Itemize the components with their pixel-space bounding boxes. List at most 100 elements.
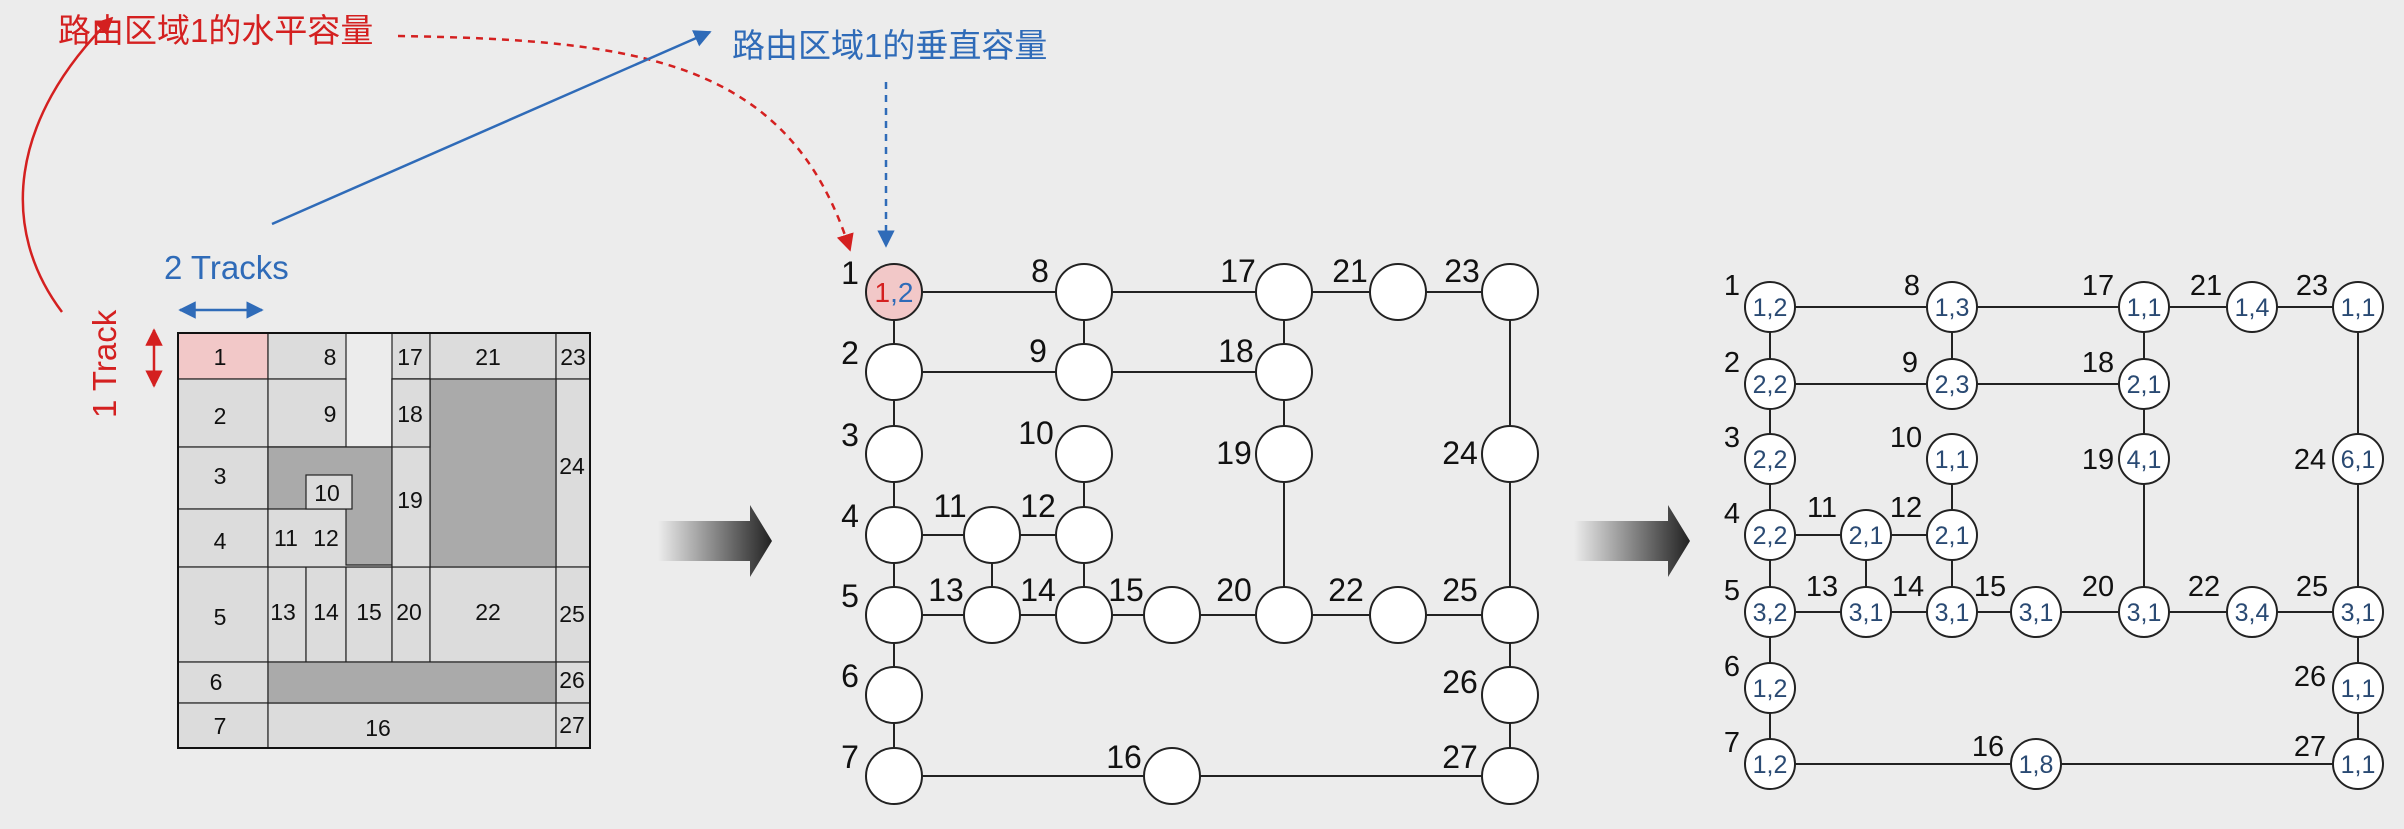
graph-node: [2332, 738, 2384, 790]
grid-region-label: 15: [356, 599, 382, 625]
node-id-label: 18: [1218, 333, 1254, 369]
node-capacity-value: 1,1: [2341, 751, 2376, 779]
grid-region-label: 16: [365, 715, 391, 741]
node-id-label: 24: [2294, 444, 2326, 476]
node-capacity-value: 2,2: [1753, 522, 1788, 550]
graph-node: [1369, 263, 1427, 321]
node-id-label: 23: [1444, 253, 1480, 289]
node-id-label: 15: [1108, 572, 1144, 608]
node-id-label: 22: [2188, 571, 2220, 603]
graph-node: [1481, 586, 1539, 644]
node-id-label: 7: [1724, 727, 1740, 759]
grid-cell-18: [391, 378, 431, 448]
node-id-label: 14: [1892, 571, 1924, 603]
grid-region-label: 12: [313, 525, 339, 551]
node-id-label: 19: [2082, 444, 2114, 476]
node-capacity-value: 2,3: [1935, 371, 1970, 399]
graph-node: [865, 747, 923, 805]
node-id-label: 3: [841, 417, 859, 453]
node-id-label: 18: [2082, 347, 2114, 379]
node-capacity-value: 1,1: [2127, 294, 2162, 322]
node-id-label: 14: [1020, 572, 1056, 608]
graph-node: [1744, 586, 1796, 638]
blocked-area: [267, 661, 557, 704]
grid-cell: [555, 661, 591, 704]
horizontal-capacity-label: 路由区域1的水平容量: [58, 12, 373, 49]
grid-region-label: 21: [475, 344, 501, 370]
node-capacity-value: 2,1: [1849, 522, 1884, 550]
node-capacity-value: 3,1: [1935, 599, 1970, 627]
grid-region-label: 26: [559, 667, 585, 693]
grid-region-label: 7: [214, 713, 227, 739]
grid-region-label: 4: [214, 528, 227, 554]
graph-node: [1143, 586, 1201, 644]
graph-node: [1055, 343, 1113, 401]
graph-node: [2118, 586, 2170, 638]
node-capacity-value: 2,1: [1935, 522, 1970, 550]
node-id-label: 25: [2296, 571, 2328, 603]
graph-node: [2010, 738, 2062, 790]
node-capacity-value: 1,2: [1753, 675, 1788, 703]
graph-node: [1926, 509, 1978, 561]
graph-node: [1744, 509, 1796, 561]
grid-region-label: 20: [396, 599, 422, 625]
graph-node: [1481, 263, 1539, 321]
node-id-label: 22: [1328, 572, 1364, 608]
node-capacity-value: 3,1: [1849, 599, 1884, 627]
node-capacity-value: 3,1: [2019, 599, 2054, 627]
graph-node: [2118, 433, 2170, 485]
graph-node: [1143, 747, 1201, 805]
grid-cell: [305, 566, 347, 663]
red-dashed-arrow: [397, 34, 854, 252]
node-capacity-value: 1,3: [1935, 294, 1970, 322]
grid-cell: [177, 332, 269, 380]
node-id-label: 6: [1724, 651, 1740, 683]
graph-node: [1055, 263, 1113, 321]
grid-region-label: 8: [324, 344, 337, 370]
graph-node: [865, 666, 923, 724]
grid-cell: [177, 661, 269, 704]
node-capacity-value: 2,2: [1753, 371, 1788, 399]
node-capacity-value: 1,1: [1935, 446, 1970, 474]
graph-node: [865, 343, 923, 401]
node-id-label: 21: [1332, 253, 1368, 289]
node-id-label: 3: [1724, 422, 1740, 454]
node-id-label: 11: [933, 488, 966, 524]
node-capacity-value: 1,2: [1753, 294, 1788, 322]
graph-node: [1255, 586, 1313, 644]
graph-node: [963, 586, 1021, 644]
node-id-label: 23: [2296, 270, 2328, 302]
grid-cell: [391, 566, 431, 663]
graph-node: [2226, 586, 2278, 638]
node-capacity-value: 1,2: [1753, 751, 1788, 779]
node-id-label: 15: [1974, 571, 2006, 603]
node-id-label: 20: [1216, 572, 1252, 608]
graph-node: [865, 586, 923, 644]
node-id-label: 17: [2082, 270, 2114, 302]
node-capacity-value: 1,1: [2341, 294, 2376, 322]
node-capacity-value: 3,1: [2341, 599, 2376, 627]
node-id-label: 5: [841, 578, 859, 614]
grid-cell: [267, 566, 307, 663]
capacity-graph-right: 11,222,232,242,253,261,271,281,392,3101,…: [1724, 270, 2384, 790]
grid-region-label: 5: [214, 604, 227, 630]
grid-region-label: 1: [214, 344, 227, 370]
graph-node: [1744, 358, 1796, 410]
node-id-label: 5: [1724, 575, 1740, 607]
node-id-label: 12: [1020, 488, 1056, 524]
node-capacity-value: 6,1: [2341, 446, 2376, 474]
node-id-label: 10: [1890, 422, 1922, 454]
graph-node: [1481, 666, 1539, 724]
grid-region-label: 6: [210, 669, 223, 695]
graph-node: [1255, 343, 1313, 401]
node-id-label: 19: [1216, 435, 1252, 471]
grid-region-label: 3: [214, 463, 227, 489]
graph-node: [2332, 433, 2384, 485]
vertical-capacity-label: 路由区域1的垂直容量: [732, 27, 1047, 64]
node-id-label: 1: [1724, 270, 1740, 302]
grid-region-label: 27: [559, 712, 585, 738]
graph-node: [1255, 425, 1313, 483]
node-id-label: 8: [1904, 270, 1920, 302]
